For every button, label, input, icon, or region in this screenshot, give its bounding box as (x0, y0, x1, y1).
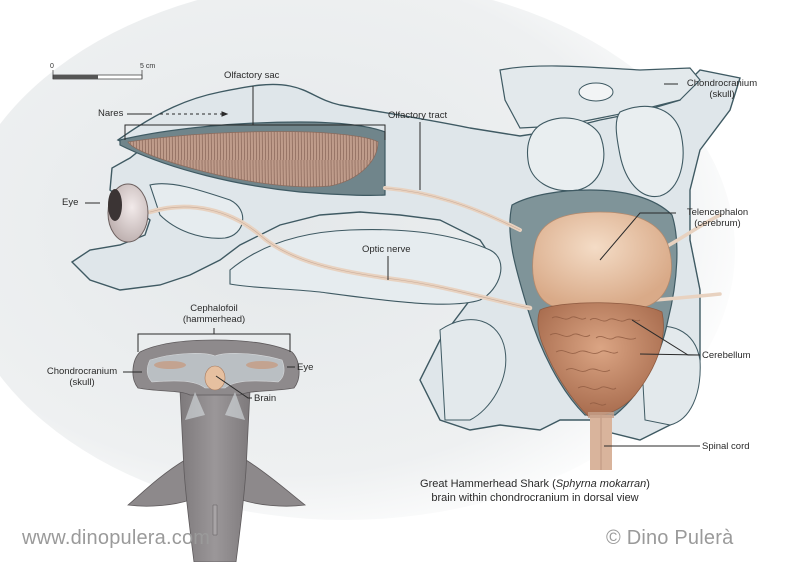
label-telencephalon-line2: (cerebrum) (694, 218, 741, 229)
label-chondrocranium-main: Chondrocranium (skull) (682, 78, 762, 100)
label-chondrocranium-line1: Chondrocranium (686, 78, 758, 89)
label-telencephalon-line1: Telencephalon (686, 207, 749, 218)
website-link[interactable]: www.dinopulera.com (22, 527, 211, 549)
caption-title: Great Hammerhead Shark (Sphyrna mokarran… (420, 478, 650, 490)
scale-start-label: 0 (50, 63, 54, 70)
leader-lines (85, 83, 701, 447)
label-chondrocranium-line2: (skull) (709, 89, 735, 100)
label-cephalofoil: Cephalofoil (hammerhead) (174, 303, 254, 325)
label-cephalofoil-line1: Cephalofoil (190, 303, 238, 314)
label-chondrocranium-inset: Chondrocranium (skull) (42, 366, 122, 388)
caption-subtitle: brain within chondrocranium in dorsal vi… (431, 492, 639, 504)
species-name: Sphyrna mokarran (555, 478, 647, 490)
label-olfactory-tract: Olfactory tract (388, 110, 448, 121)
label-nares: Nares (98, 108, 124, 119)
label-cephalofoil-line2: (hammerhead) (182, 314, 246, 325)
label-eye-inset: Eye (297, 362, 314, 373)
scale-end-label: 5 cm (140, 63, 156, 70)
label-chondrocranium-inset-line1: Chondrocranium (46, 366, 118, 377)
label-telencephalon: Telencephalon (cerebrum) (680, 207, 755, 229)
label-spinal-cord: Spinal cord (702, 441, 750, 452)
scale-bar (52, 70, 143, 80)
olfactory-sac (119, 121, 386, 196)
label-chondrocranium-inset-line2: (skull) (69, 377, 95, 388)
inset-shark (127, 339, 307, 562)
copyright-notice: © Dino Pulerà (606, 527, 734, 549)
nerves (147, 186, 722, 311)
label-optic-nerve: Optic nerve (362, 244, 411, 255)
eye-main (107, 183, 149, 243)
cerebellum (537, 302, 664, 417)
label-eye: Eye (62, 197, 79, 208)
label-brain-inset: Brain (254, 393, 277, 404)
spinal-cord (588, 412, 614, 470)
label-olfactory-sac: Olfactory sac (224, 70, 280, 81)
figure-caption: Great Hammerhead Shark (Sphyrna mokarran… (400, 477, 670, 505)
telencephalon (532, 211, 672, 314)
label-cerebellum: Cerebellum (702, 350, 751, 361)
